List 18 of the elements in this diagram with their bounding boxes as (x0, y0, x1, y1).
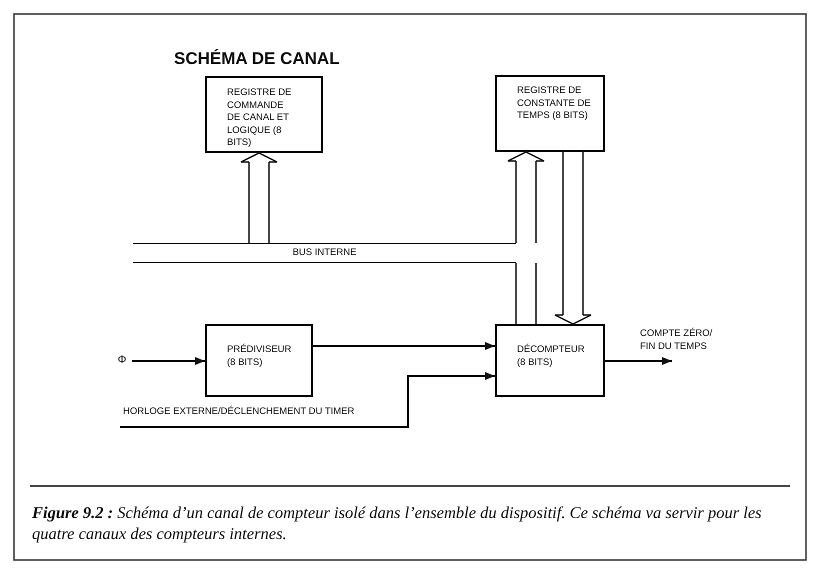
clock-symbol: Φ (114, 354, 130, 368)
bus-arrow (554, 151, 592, 325)
edge-label: COMPTE ZÉRO/ FIN DU TEMPS (640, 328, 714, 353)
arrow (605, 357, 672, 365)
register-box: REGISTRE DE CONSTANTE DE TEMPS (8 BITS) (495, 75, 605, 152)
bus-arrow (240, 152, 278, 244)
register-box: REGISTRE DE COMMANDE DE CANAL ET LOGIQUE (8 BITS) (205, 76, 323, 153)
arrow (313, 342, 495, 350)
register-box: DÉCOMPTEUR (8 BITS) (495, 324, 605, 397)
diagram-title: SCHÉMA DE CANAL (174, 49, 340, 69)
edge-label: HORLOGE EXTERNE/DÉCLENCHEMENT DU TIMER (123, 406, 354, 418)
internal-bus: BUS INTERNE (133, 243, 516, 263)
arrow (120, 372, 495, 428)
register-box: PRÉDIVISEUR (8 BITS) (205, 324, 313, 397)
bus-arrow (515, 262, 537, 325)
figure-caption: Figure 9.2 : Schéma d’un canal de compteur isolé dans l’ensemble du dispositif. Ce schéma va servir pour les quatre canaux des compteurs internes. (32, 502, 763, 544)
arrow (132, 357, 205, 365)
bus-arrow (507, 151, 545, 244)
